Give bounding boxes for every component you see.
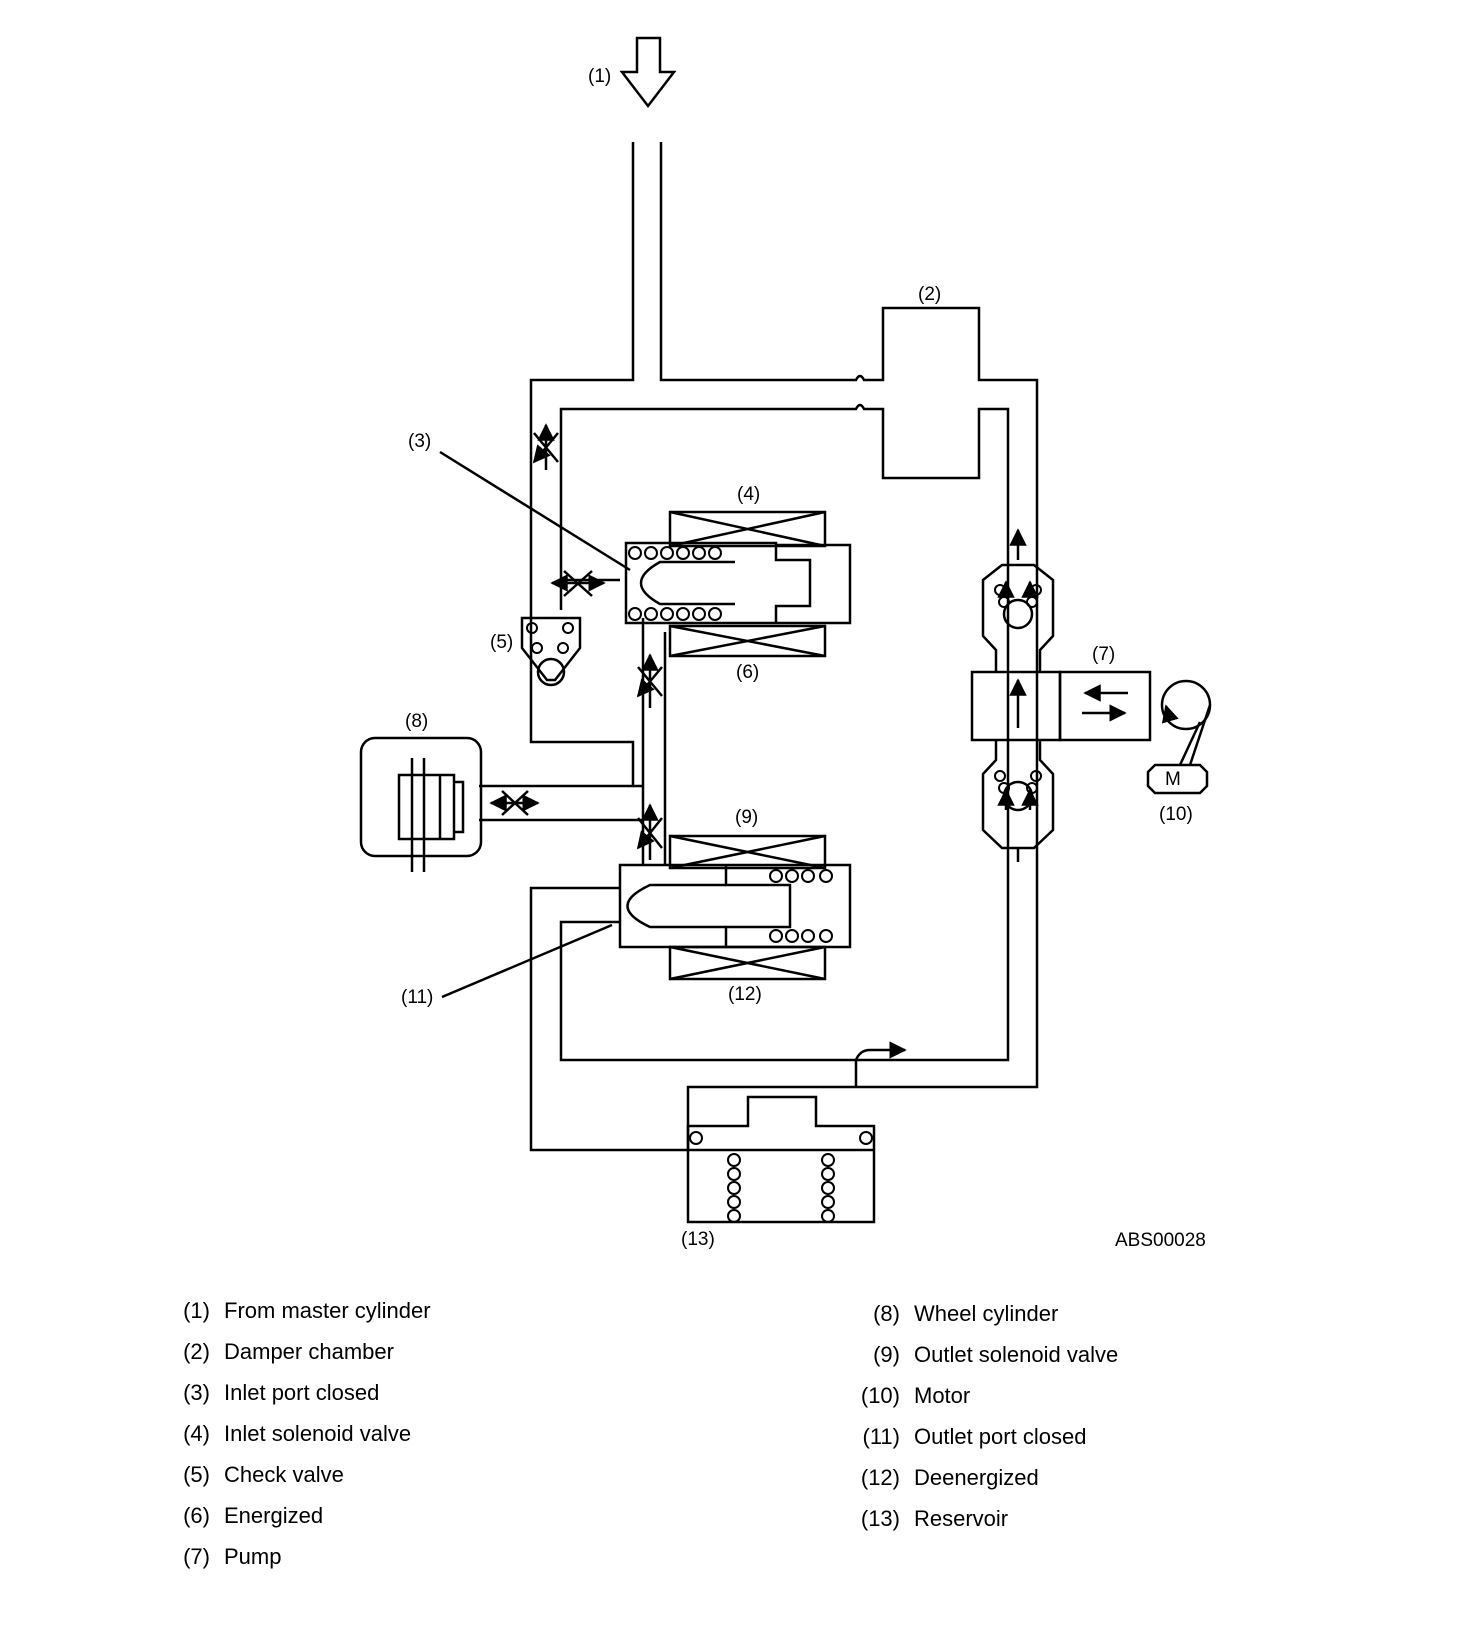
leader-3 bbox=[439, 450, 631, 572]
callout-8: (8) bbox=[405, 711, 428, 732]
outer-fluid-path bbox=[479, 142, 635, 788]
leader-11 bbox=[441, 923, 613, 999]
legend-item: (1)From master cylinder bbox=[183, 1298, 431, 1323]
legend-item: (8)Wheel cylinder bbox=[873, 1301, 1059, 1326]
outer-fluid-path-right bbox=[529, 142, 1039, 1152]
motor-icon bbox=[1146, 763, 1209, 795]
callout-1: (1) bbox=[588, 66, 611, 87]
legend-item: (7)Pump bbox=[183, 1544, 282, 1569]
legend-item: (6)Energized bbox=[183, 1503, 324, 1528]
callout-4: (4) bbox=[737, 484, 760, 505]
pump-upper-valve bbox=[981, 563, 1055, 672]
blocked-flow-markers bbox=[489, 425, 662, 860]
callout-2: (2) bbox=[918, 284, 941, 305]
pump-lower-valve bbox=[981, 740, 1055, 850]
callout-12: (12) bbox=[728, 984, 762, 1005]
callout-13: (13) bbox=[681, 1229, 715, 1250]
figure-code: ABS00028 bbox=[1115, 1230, 1206, 1251]
callout-11: (11) bbox=[401, 987, 433, 1008]
input-arrow-icon bbox=[619, 36, 677, 109]
callout-5: (5) bbox=[490, 632, 513, 653]
callout-10: (10) bbox=[1159, 804, 1193, 825]
inlet-solenoid-coil-bottom bbox=[668, 624, 827, 658]
callout-9: (9) bbox=[735, 807, 758, 828]
legend-item: (5)Check valve bbox=[183, 1462, 344, 1487]
legend-left: (1)From master cylinder (2)Damper chambe… bbox=[158, 1290, 431, 1577]
legend-item: (3)Inlet port closed bbox=[183, 1380, 380, 1405]
outlet-solenoid-coil-top bbox=[668, 834, 827, 870]
motor-rotation-icon bbox=[1160, 679, 1212, 731]
callout-7: (7) bbox=[1092, 644, 1115, 665]
inlet-valve-plunger bbox=[639, 560, 735, 606]
wheel-cylinder-piston bbox=[410, 758, 465, 872]
outlet-valve-body bbox=[618, 863, 852, 949]
callout-3: (3) bbox=[408, 431, 431, 452]
legend-item: (10)Motor bbox=[860, 1383, 971, 1408]
abs-hydraulic-diagram: (1) (2) (3) (4) (5) (6) (7) (8) (9) (10)… bbox=[359, 36, 1212, 1251]
flow-arrows bbox=[997, 528, 1179, 810]
legend-right: (8)Wheel cylinder (9)Outlet solenoid val… bbox=[848, 1293, 1118, 1539]
callout-6: (6) bbox=[736, 662, 759, 683]
inner-fluid-path bbox=[559, 403, 1010, 1062]
inlet-solenoid-coil-top bbox=[668, 510, 827, 548]
legend-item: (9)Outlet solenoid valve bbox=[873, 1342, 1119, 1367]
legend-item: (12)Deenergized bbox=[860, 1465, 1039, 1490]
pump-drive bbox=[1058, 670, 1152, 742]
legend-item: (2)Damper chamber bbox=[183, 1339, 394, 1364]
reservoir-body bbox=[686, 1095, 876, 1224]
spring-coils bbox=[526, 546, 1042, 1223]
motor-label: M bbox=[1165, 769, 1181, 790]
legend-item: (11)Outlet port closed bbox=[862, 1424, 1087, 1449]
legend-item: (4)Inlet solenoid valve bbox=[183, 1421, 412, 1446]
pump-body bbox=[970, 670, 1062, 742]
inlet-valve-body bbox=[624, 541, 852, 625]
wheel-cylinder-housing bbox=[359, 736, 483, 858]
check-valve-housing bbox=[520, 616, 582, 682]
outlet-valve-plunger bbox=[626, 883, 726, 929]
legend-item: (13)Reservoir bbox=[860, 1506, 1009, 1531]
